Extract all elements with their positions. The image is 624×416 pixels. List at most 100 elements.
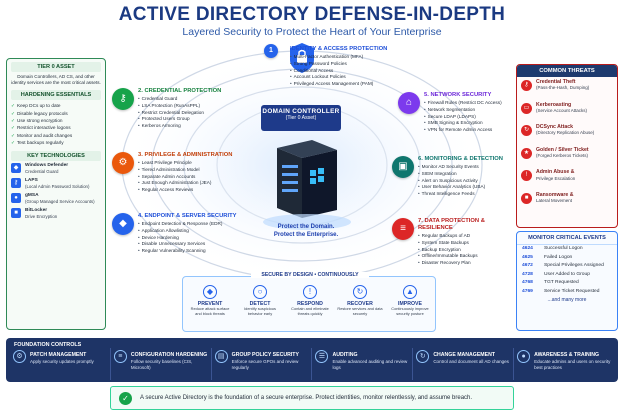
layer-item: Regular Backups of AD: [418, 233, 516, 240]
layer-title: MONITORING & DETECTION: [424, 156, 503, 162]
key-icon: ⚷: [521, 80, 532, 91]
tier0-description: Domain Controllers, AD CS, and other ide…: [11, 74, 101, 85]
layer-item: Network Segmentation: [424, 107, 502, 114]
layer-item: Separate Admin Accounts: [138, 174, 232, 181]
users-icon: ●: [11, 193, 21, 204]
page-title: ACTIVE DIRECTORY DEFENSE-IN-DEPTH: [118, 4, 506, 25]
technologies-heading: KEY TECHNOLOGIES: [11, 151, 101, 162]
layer-item: Disaster Recovery Plan: [418, 260, 516, 267]
layer-item: SMB Signing & Encryption: [424, 120, 502, 127]
check-icon: ✓: [11, 132, 15, 138]
people-icon: ●: [517, 350, 531, 363]
footer-text: A secure Active Directory is the foundat…: [140, 395, 473, 401]
layer-item: Application Allowlisting: [138, 228, 236, 235]
sliders-icon: ≡: [113, 350, 127, 363]
layer-items: Credential Guard LSA Protection (RunAsPP…: [138, 96, 221, 130]
layer-title: NETWORK SECURITY: [430, 92, 492, 98]
sbd-recover: ↻ RECOVER Restore services and data secu…: [337, 285, 383, 316]
lock-icon: ■: [11, 208, 21, 219]
check-icon: ✓: [11, 125, 15, 131]
sbd-improve: ▲ IMPROVE Continuously improve security …: [391, 285, 429, 316]
layer-item: Offline/Immutable Backups: [418, 253, 516, 260]
left-panel: TIER 0 ASSET Domain Controllers, AD CS, …: [6, 58, 106, 330]
layer-item: Restrict Credential Delegation: [138, 110, 221, 117]
layer-items: Endpoint Detection & Response (EDR) Appl…: [138, 221, 236, 255]
domain-controller-label: DOMAIN CONTROLLER (Tier 0 Asset): [261, 105, 341, 131]
list-icon: ☰: [315, 350, 329, 363]
layer-item: Account Lockout Policies: [290, 74, 387, 81]
layer-title: ENDPOINT & SERVER SECURITY: [144, 213, 237, 219]
tier0-heading: TIER 0 ASSET: [11, 62, 101, 72]
hardening-item: ✓Monitor and audit changes: [11, 132, 73, 138]
layer-item: SIEM Integration: [418, 171, 503, 178]
layer-title: DATA PROTECTION & RESILIENCE: [418, 218, 485, 231]
layer-item: LSA Protection (RunAsPPL): [138, 103, 221, 110]
magnifier-icon: ○: [253, 285, 267, 299]
core-title: DOMAIN CONTROLLER: [262, 108, 340, 115]
layer-item: Device Hardening: [138, 235, 236, 242]
shield-icon: ◆: [203, 285, 217, 299]
shield-icon: ◆: [11, 163, 21, 174]
shield-check-icon: ✓: [119, 391, 132, 405]
layer-item: Least Privilege Principle: [138, 160, 232, 167]
layer-item: System State Backups: [418, 240, 516, 247]
page-subtitle: Layered Security to Protect the Heart of…: [182, 26, 442, 38]
layer-item: Regular Vulnerability Scanning: [138, 248, 236, 255]
check-icon: ✓: [11, 139, 15, 145]
secure-by-design-panel: SECURE BY DESIGN • CONTINUOUSLY ◆ PREVEN…: [182, 272, 436, 332]
shield-icon: ◆: [112, 213, 134, 235]
layer-items: Regular Backups of AD System State Backu…: [418, 233, 516, 267]
technology-item: ● gMSA(Group Managed Service Accounts): [11, 193, 101, 204]
common-threats-panel: COMMON THREATS ⚷ Credential Theft(Pass-t…: [516, 64, 618, 228]
check-icon: ✓: [11, 110, 15, 116]
threat-item: ⚷ Credential Theft(Pass-the-Hash, Dumpin…: [517, 77, 617, 100]
ticket-icon: ★: [521, 147, 532, 159]
layer-title: CREDENTIAL PROTECTION: [144, 88, 222, 94]
layer-monitoring: ▣ 6. MONITORING & DETECTION Monitor AD S…: [392, 156, 514, 198]
hardening-list: ✓Keep DCs up to date ✓Disable legacy pro…: [11, 102, 101, 146]
ticket-icon: ▭: [521, 102, 532, 114]
user-alert-icon: !: [521, 170, 532, 182]
layer-item: Monitor AD Security Events: [418, 164, 503, 171]
server-icon: [277, 140, 337, 218]
layer-title: PRIVILEGE & ADMINISTRATION: [144, 152, 233, 158]
layer-privilege: ⚙ 3. PRIVILEGE & ADMINISTRATION Least Pr…: [112, 152, 252, 194]
monitor-icon: ▣: [392, 156, 414, 178]
layer-item: Credential Guard: [138, 96, 221, 103]
layer-data-protection: ≡ 7. DATA PROTECTION & RESILIENCE Regula…: [392, 218, 516, 267]
events-more: ...and many more: [547, 297, 587, 304]
threat-item: ★ Golden / Silver Ticket(Forged Kerberos…: [517, 145, 617, 168]
sbd-detect: ○ DETECT Identify suspicious behavior ea…: [244, 285, 276, 316]
refresh-icon: ↻: [353, 285, 367, 299]
sync-icon: ↻: [416, 350, 430, 363]
hardening-item: ✓Disable legacy protocols: [11, 110, 68, 116]
core-tagline: Protect the Domain. Protect the Enterpri…: [273, 224, 339, 238]
sbd-respond: ! RESPOND Contain and eliminate threats …: [291, 285, 329, 316]
sync-icon: ↻: [521, 125, 532, 137]
events-heading: MONITOR CRITICAL EVENTS: [517, 232, 617, 245]
layer-item: Kerberos Armoring: [138, 123, 221, 130]
layer-item: Conditional Access: [290, 68, 387, 75]
layer-network: ⌂ 5. NETWORK SECURITY Firewall Rules (Re…: [398, 92, 514, 134]
layer-item: Alert on Suspicious Activity: [418, 178, 503, 185]
chart-icon: ▲: [403, 285, 417, 299]
layer-item: Protected Users Group: [138, 116, 221, 123]
layer-identity: IDENTITY & ACCESS PROTECTION Multi-Facto…: [262, 46, 392, 88]
layer-item: Regular Access Reviews: [138, 187, 232, 194]
key-icon: ⚷: [11, 178, 21, 189]
check-icon: ✓: [11, 103, 15, 109]
hardening-item: ✓Use strong encryption: [11, 118, 63, 124]
